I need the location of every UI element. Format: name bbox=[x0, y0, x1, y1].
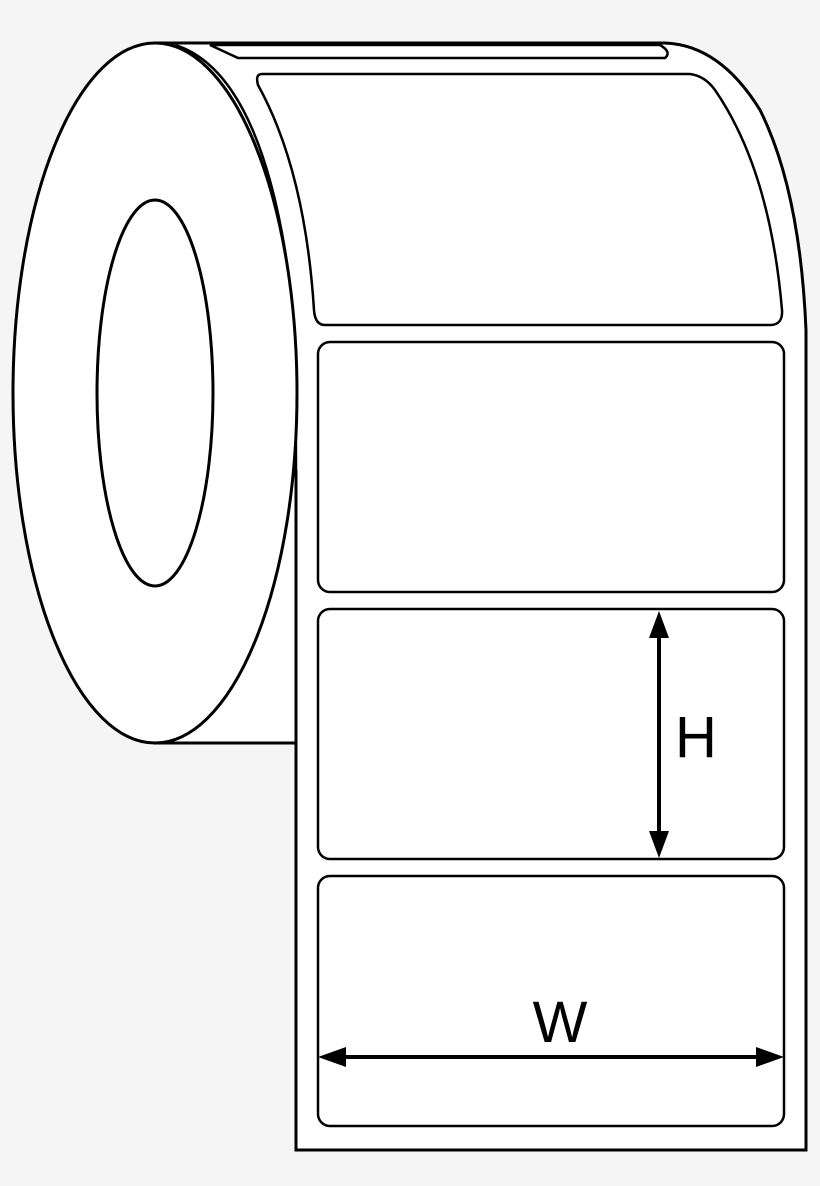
label-on-roll bbox=[255, 72, 784, 327]
label-3 bbox=[316, 874, 786, 1128]
label-2 bbox=[316, 607, 786, 861]
width-label: W bbox=[533, 990, 588, 1055]
roll-top-strip bbox=[209, 43, 669, 60]
height-arrow bbox=[649, 611, 669, 858]
roll-core-hole bbox=[95, 198, 215, 588]
height-label: H bbox=[675, 705, 717, 770]
label-1 bbox=[316, 340, 786, 594]
width-arrow bbox=[318, 1047, 784, 1067]
